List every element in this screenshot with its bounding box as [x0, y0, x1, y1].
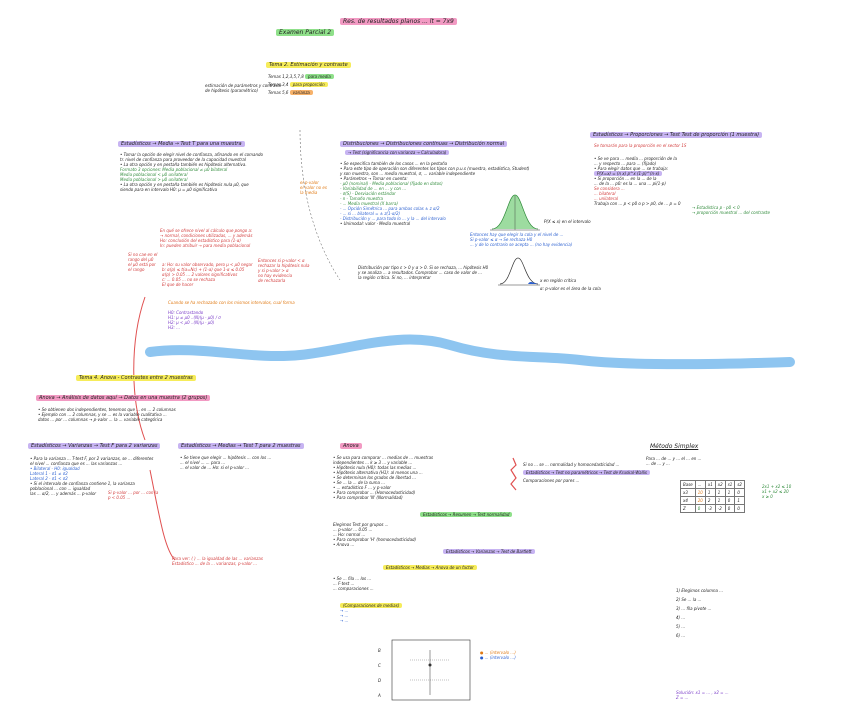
proporciones-green-note: → Estadística p - p0 < 0 → proporción mu… — [692, 205, 770, 215]
t-dos-lines: • Se tiene que elegir ... hipótesis ... … — [180, 455, 272, 470]
dist-normal-bottom: Distribución por tipo ε > 0 y α > 0. Si … — [358, 265, 489, 280]
dist-normal-title: Distribuciones → Distribuciones continua… — [340, 141, 508, 147]
text-line: • La otra opción y en pestaña también es… — [120, 182, 249, 187]
text-line: tr. nivel de confianza para proveedor de… — [120, 157, 246, 162]
est-media-title: Estadísticos → Media → Test T para una m… — [118, 141, 245, 147]
est-media-orange-title: Cuando se ha rechazado con los mismos in… — [168, 300, 295, 305]
tema2-rows: Temas 1,2,3,5,7,8 para media Temas 3,4 p… — [268, 74, 334, 95]
tema4-pink-title: Anova → Análisis de datos aquí → Datos e… — [36, 395, 211, 401]
text-line: • Tomar la opción de elegir nivel de con… — [120, 152, 263, 157]
anova-lines3: • Se ... fila ... los ... ... F-test ...… — [333, 576, 374, 591]
anova-right-notes: Si no ... se ... normalidad y homocedast… — [523, 462, 650, 483]
curve-label-1: P(X ≤ x) en el intervalo — [544, 219, 591, 224]
est-media-orange-lines: H0: Contrastando H1: μ ≠ μ0 ..(N)(μ - μ0… — [168, 310, 221, 330]
est-media-right-note: Entonces si p-valor < α rechazar la hipó… — [258, 258, 310, 283]
anova-lines2: Elegimos Test por grupos ... ... p-valor… — [333, 522, 417, 547]
tema2-note-line: de hipótesis (paramétrico) — [205, 88, 259, 93]
anova-plot-legend: ● ... (intervalo ...) ● ... (intervalo .… — [480, 650, 516, 660]
simplex-title: Método Simplex — [650, 443, 699, 450]
est-media-red: En qué se ofrece nivel al cálculo que po… — [160, 228, 253, 248]
dist-normal-blue-note: Entonces hay que elegir la cola y el niv… — [470, 232, 573, 247]
simplex-lines: Para ... de ... y ... el ... en ... ... … — [646, 456, 702, 466]
tema2-left-note: estimación de parámetros y contraste de … — [205, 83, 281, 93]
simplex-right-eqs: 2x1 + x2 ≤ 10 x1 + x2 ≤ 20 x ≥ 0 — [762, 484, 792, 499]
est-media-left-margin: Si no cae en el rango del μ0 el μ0 está … — [128, 252, 158, 272]
anova-plot-labels: B C D A — [378, 648, 382, 698]
proporciones-subtitle: Se tomarán para la proporción en el sect… — [594, 143, 687, 148]
anova-lines: • Se usa para comparar ... medias de ...… — [333, 455, 434, 500]
simplex-steps: 1) Elegimos columna ... 2) Se ... la ...… — [676, 588, 724, 638]
t-dos-title: Estadísticos → Medias → Test T para 2 mu… — [178, 443, 304, 449]
t-dos-red-bottom: Para ver: ( ) ... la igualdad de las ...… — [172, 556, 263, 566]
anova-green-tag: Estadísticos → Resumen → Test normalidad — [420, 512, 513, 517]
est-media-side-note: el p-valor el valor no es la media — [300, 180, 327, 195]
top-title: Res. de resultados planos ... lt = 7x9 — [340, 18, 457, 25]
text-line: Media poblacional < μ0 unilateral — [120, 172, 188, 177]
text-line: Formato 3 opciones: Media poblacional ≠ … — [120, 167, 228, 172]
tema4-lines: • Se obtienen dos independientes, tenemo… — [38, 407, 176, 422]
curve-label-2: x en región crítica — [540, 278, 577, 283]
est-media-calc: a: Ho: su valor observado, pero μ < μ0 n… — [162, 262, 253, 287]
tema2-note-line: estimación de parámetros y contraste — [205, 83, 282, 88]
proporciones-lines: • Se ve para ... media ... proporción de… — [594, 156, 681, 206]
tema2-row: Temas 3,4 para proporción — [268, 82, 334, 87]
bell-curve-1 — [490, 194, 540, 231]
tema2-row: Temas 5,6 varianza — [268, 90, 334, 95]
dist-normal-subtitle: → Test (significancia con varianza → Cal… — [345, 150, 450, 155]
text-line: • La otra opción y en pestaña también es… — [120, 162, 247, 167]
curve-label-3: α: p-valor es el área de la cola — [540, 286, 601, 291]
dist-normal-lines: • Se especifica también de los casos ...… — [340, 161, 530, 226]
anova-bottom-note: (Comparaciones de medias) → ... → ... → … — [340, 603, 403, 623]
tema4-title: Tema 4. Anova - Contrastes entre 2 muest… — [76, 375, 196, 381]
sub-title: Examen Parcial 2 — [276, 29, 335, 36]
simplex-final: Solución: x1 = ... , x2 = ... Z = ... — [676, 690, 729, 700]
t-indep-red-note: Si p-valor ... por ... con la p < 0.05 .… — [108, 490, 159, 500]
t-indep-title: Estadísticos → Varianzas → Test F para 2… — [28, 443, 161, 449]
t-indep-lines: • Para la varianza ... T-test F, por 2 v… — [30, 456, 154, 496]
tema2-title: Tema 2. Estimación y contraste — [266, 62, 351, 68]
anova-yellow-tag: Estadísticos → Medias → Anova de un fact… — [383, 565, 477, 570]
est-media-lines: • Tomar la opción de elegir nivel de con… — [120, 152, 263, 192]
proporciones-title: Estadísticos → Proporciones → Test Test … — [590, 132, 763, 138]
anova-title: Anova — [340, 443, 362, 449]
bell-curve-2 — [498, 257, 540, 286]
anova-purple-tag: Estadísticos → Varianzas → Test de Bartl… — [443, 549, 535, 554]
tema2-row: Temas 1,2,3,5,7,8 para media — [268, 74, 334, 79]
text-line: siendo para en intervalo H0: μ = μ0 sign… — [120, 187, 218, 192]
text-line: Media poblacional > μ0 unilateral — [120, 177, 188, 182]
